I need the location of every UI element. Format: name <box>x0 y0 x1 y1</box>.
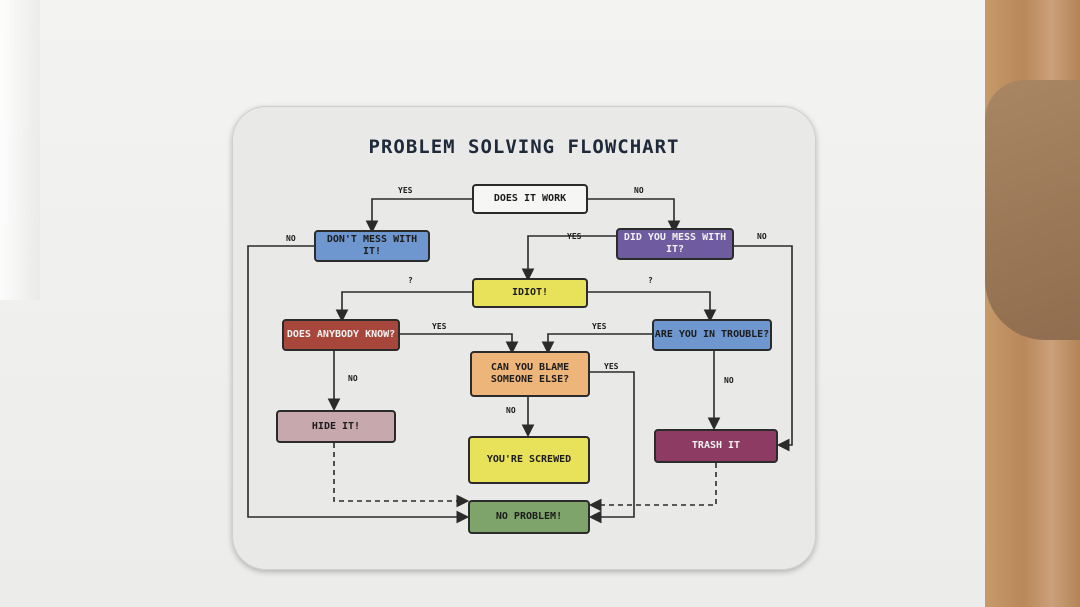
dashed-trash-to-no-problem <box>588 463 717 512</box>
arrow-q-trouble <box>588 291 717 323</box>
label-yes-anybody: YES <box>432 322 447 331</box>
node-did-you-mess: DID YOU MESS WITH IT? <box>616 228 734 260</box>
arrow-q-anybody <box>335 291 472 323</box>
node-in-trouble: ARE YOU IN TROUBLE? <box>652 319 772 351</box>
node-screwed: YOU'RE SCREWED <box>468 436 590 484</box>
flowchart-connectors <box>247 198 793 524</box>
node-trash-it: TRASH IT <box>654 429 778 463</box>
node-idiot: IDIOT! <box>472 278 588 308</box>
arrow-yes-idiot <box>521 235 616 282</box>
arrow-no-did-you-mess <box>588 198 681 234</box>
arrow-no-left <box>247 245 470 524</box>
label-no-blame: NO <box>506 406 516 415</box>
node-blame: CAN YOU BLAME SOMEONE ELSE? <box>470 351 590 397</box>
mouse-pad: PROBLEM SOLVING FLOWCHART <box>232 106 816 570</box>
node-anybody-know: DOES ANYBODY KNOW? <box>282 319 400 351</box>
label-yes-top-left: YES <box>398 186 413 195</box>
node-hide-it: HIDE IT! <box>276 410 396 443</box>
node-does-it-work: DOES IT WORK <box>472 184 588 214</box>
dashed-hide-to-no-problem <box>333 443 470 508</box>
label-yes-mid: YES <box>567 232 582 241</box>
label-yes-trouble: YES <box>592 322 607 331</box>
arrow-yes-blame-right <box>541 333 652 355</box>
label-no-top-right: NO <box>634 186 644 195</box>
label-q-left: ? <box>408 276 413 285</box>
cardboard-piece <box>985 80 1080 340</box>
label-no-anybody: NO <box>348 374 358 383</box>
node-dont-mess: DON'T MESS WITH IT! <box>314 230 430 262</box>
arrow-yes-no-problem <box>588 371 635 524</box>
flowchart-title: PROBLEM SOLVING FLOWCHART <box>368 136 680 158</box>
node-no-problem: NO PROBLEM! <box>468 500 590 534</box>
label-q-right: ? <box>648 276 653 285</box>
label-no-right: NO <box>757 232 767 241</box>
label-yes-blame: YES <box>604 362 619 371</box>
arrow-no-trash <box>734 245 793 452</box>
label-no-trouble: NO <box>724 376 734 385</box>
plastic-wrap <box>0 0 40 300</box>
arrow-yes-dont-mess <box>365 198 472 234</box>
arrow-yes-blame-left <box>400 333 519 355</box>
label-no-left: NO <box>286 234 296 243</box>
